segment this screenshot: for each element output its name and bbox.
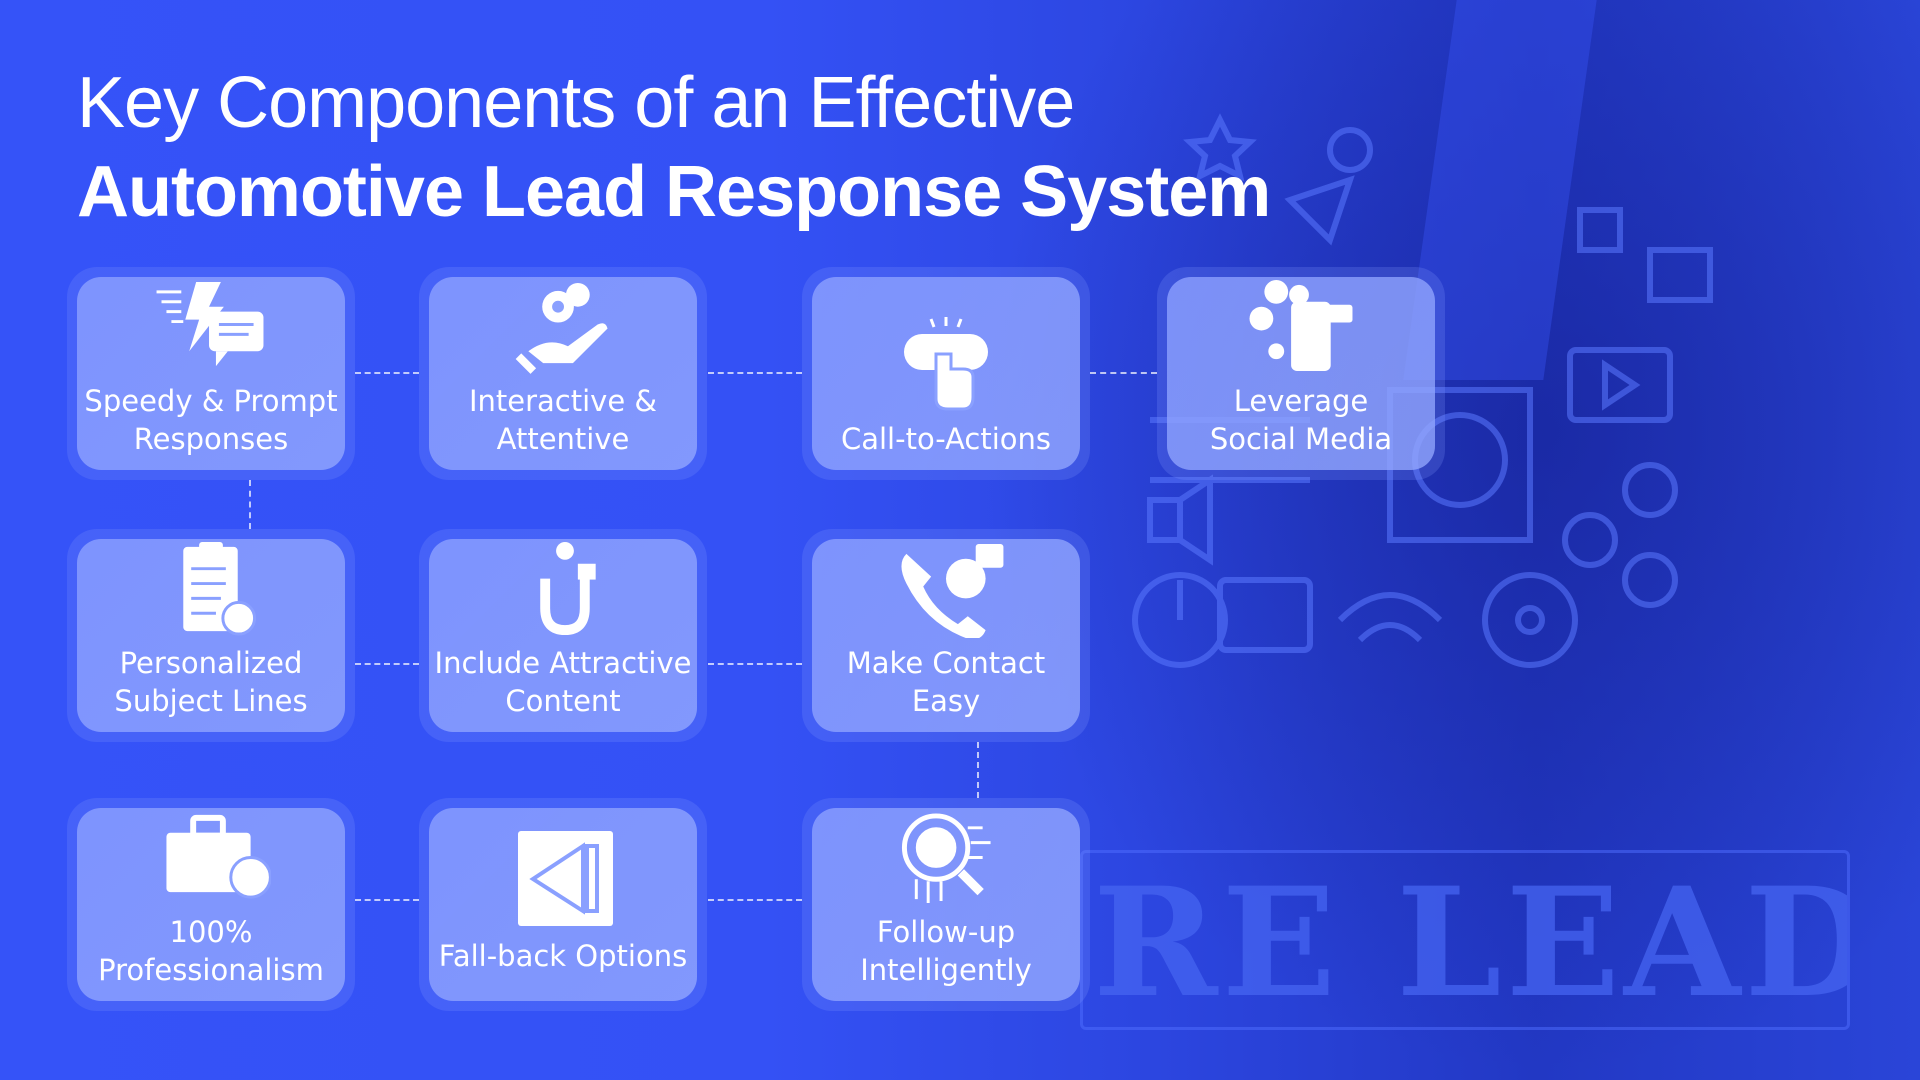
card-make-contact-easy: Make Contact Easy [802,529,1090,742]
fast-chat-icon [156,281,264,367]
clipboard-user-icon [183,541,257,636]
card-label: Call-to-Actions [840,422,1051,456]
page-title: Key Components of an Effective Automotiv… [77,60,1271,238]
connector [977,742,979,798]
card-personalized-subject-lines: Personalized Subject Lines [67,529,355,742]
card-label: Leverage Social Media [1209,384,1393,456]
briefcase-badge-icon [166,814,271,899]
card-speedy-responses: Speedy & Prompt Responses [67,267,355,480]
connector [355,372,419,374]
card-label: Personalized Subject Lines [114,646,308,718]
card-call-to-actions: Call-to-Actions [802,267,1090,480]
connector [1090,372,1157,374]
connector [249,480,251,529]
phone-contact-icon [901,543,1004,638]
card-label: Follow-up Intelligently [860,915,1032,987]
social-phone-icon [1249,279,1353,372]
connector [355,663,419,665]
card-label: Interactive & Attentive [468,384,658,456]
background-marketing-icons [1132,113,1713,668]
card-interactive-attentive: Interactive & Attentive [419,267,707,480]
connector [708,899,802,901]
card-label: Speedy & Prompt Responses [84,384,338,456]
back-arrow-icon [518,831,613,926]
click-button-icon [904,317,988,411]
connector [708,372,802,374]
card-professionalism: 100% Professionalism [67,798,355,1011]
connector [355,899,419,901]
card-label: Fall-back Options [438,939,688,973]
hand-gear-icon [515,282,608,374]
magnet-icon [540,541,596,636]
title-line-2: Automotive Lead Response System [77,152,1271,232]
card-label: 100% Professionalism [98,915,324,987]
card-follow-up-intelligently: Follow-up Intelligently [802,798,1090,1011]
brain-search-icon [901,813,991,904]
card-label: Include Attractive Content [434,646,692,718]
card-leverage-social-media: Leverage Social Media [1157,267,1445,480]
card-label: Make Contact Easy [846,646,1046,718]
background-leads-sign: RE LEADS! [1080,850,1850,1030]
connector [708,663,802,665]
title-line-1: Key Components of an Effective [77,63,1075,143]
card-include-attractive-content: Include Attractive Content [419,529,707,742]
card-fall-back-options: Fall-back Options [419,798,707,1011]
